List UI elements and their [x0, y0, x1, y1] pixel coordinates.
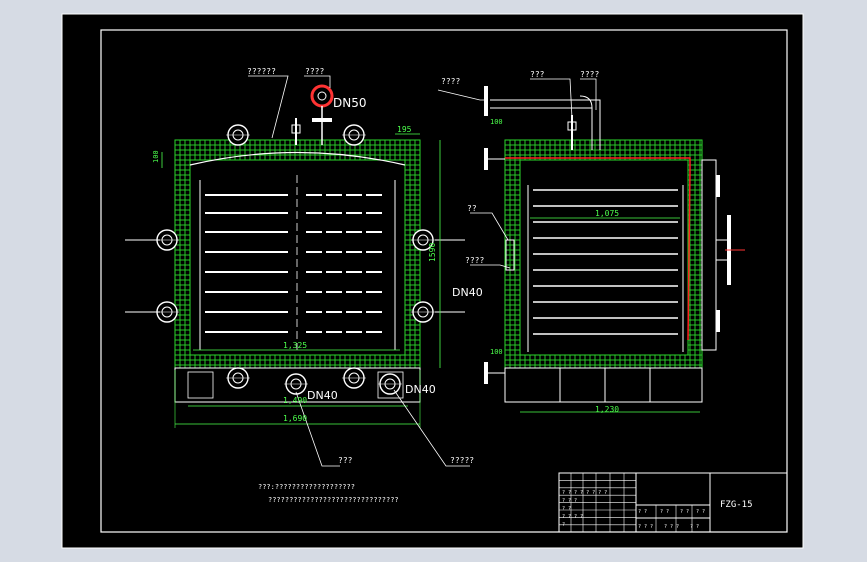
tb-cell-g: ? ? — [690, 524, 699, 530]
tb-row-4: ? ? ? ? — [562, 514, 583, 520]
right-callout-side: ?? — [467, 204, 477, 213]
dim-left-small: 100 — [152, 150, 160, 163]
left-callout-1: ?????? — [247, 67, 276, 76]
tb-cell-a: ? ? — [638, 509, 647, 515]
label-dn40-side: DN40 — [452, 286, 483, 299]
tb-row-1: ? ? ? ? ? ? ? ? — [562, 490, 607, 496]
right-callout-top-mid: ??? — [530, 70, 545, 79]
side-leader-top-left — [437, 89, 488, 101]
flange-icon[interactable] — [155, 301, 179, 323]
steam-pipe — [505, 157, 691, 341]
shelves-left — [205, 194, 385, 333]
tb-cell-c: ? ? — [680, 509, 689, 515]
door-hinge-bottom — [716, 310, 720, 332]
right-dim-top: 100 — [490, 118, 503, 126]
thermometer-icon[interactable] — [291, 124, 301, 134]
base-foot-right — [377, 371, 404, 399]
note-line-2: ??????????????????????????????? — [268, 496, 399, 504]
dim-inner-width: 1,325 — [283, 341, 307, 350]
tb-grid — [559, 473, 693, 532]
dim-top-right: 195 — [397, 125, 412, 134]
drawing-number: FZG-15 — [720, 500, 753, 510]
leader-callout-2 — [304, 75, 331, 88]
flange-icon[interactable] — [284, 373, 308, 395]
dim-height: 1590 — [428, 243, 437, 262]
dn50-bore-icon — [317, 91, 327, 101]
top-flange-icon[interactable] — [484, 86, 488, 116]
leader-callout-1 — [248, 75, 289, 139]
right-callout-top-left: ???? — [441, 77, 460, 86]
dim-overall-width: 1,690 — [283, 414, 307, 423]
tb-row-5: ? — [562, 522, 565, 528]
right-callout-side-2: ???? — [465, 256, 484, 265]
flange-icon[interactable] — [411, 229, 435, 251]
note-line-1: ???:??????????????????? — [258, 483, 355, 491]
side-leader-top-right — [580, 78, 597, 110]
right-dim-bottom: 1,230 — [595, 405, 619, 414]
tb-cell-e: ? ? ? — [638, 524, 653, 530]
left-callout-bottom-left: ??? — [338, 456, 353, 465]
label-dn50: DN50 — [333, 96, 367, 110]
flange-icon[interactable] — [226, 367, 250, 389]
side-thermometer-icon[interactable] — [567, 121, 577, 131]
flange-icon[interactable] — [411, 301, 435, 323]
right-dim-bottom-small: 100 — [490, 348, 503, 356]
leader-bottom-right — [393, 389, 470, 467]
title-block — [558, 472, 788, 533]
right-dim-shelf: 1,075 — [595, 209, 619, 218]
shelves-right — [533, 189, 678, 335]
side-base-frame — [504, 367, 703, 403]
drawing-border — [100, 29, 788, 533]
leader-bottom-left — [295, 391, 340, 467]
flange-icon[interactable] — [378, 373, 402, 395]
flanges-left — [155, 124, 435, 395]
flange-icon[interactable] — [226, 124, 250, 146]
side-leader-side-2 — [470, 264, 511, 269]
label-dn40-bottom-right: DN40 — [405, 383, 436, 396]
flange-icon[interactable] — [342, 367, 366, 389]
tb-cell-b: ? ? — [660, 509, 669, 515]
right-callout-top-right: ???? — [580, 70, 599, 79]
dn50-flange-plate — [312, 118, 332, 122]
top-pipe-a — [490, 99, 601, 150]
side-view — [437, 78, 745, 413]
side-leader-top-mid — [530, 78, 573, 119]
roof-curve — [189, 151, 406, 166]
tb-cell-f: ? ? ? — [664, 524, 679, 530]
flange-icon[interactable] — [342, 124, 366, 146]
left-callout-bottom-right: ????? — [450, 456, 474, 465]
tb-cell-d: ? ? — [696, 509, 705, 515]
side-valve-icon[interactable] — [505, 239, 515, 271]
left-callout-2: ???? — [305, 67, 324, 76]
door-hinge-top — [716, 175, 720, 197]
base-foot-left — [187, 371, 214, 399]
label-dn40-bottom-mid: DN40 — [307, 389, 338, 402]
chamber-inner — [189, 159, 406, 356]
tb-row-2: ? ? ? — [562, 498, 577, 504]
side-flange-top-icon[interactable] — [484, 148, 488, 170]
front-view — [125, 75, 470, 467]
side-flange-bottom-icon[interactable] — [484, 362, 488, 384]
pipe-bend — [579, 95, 593, 109]
dim-mid-width: 1,490 — [283, 396, 307, 405]
tb-row-3: ? ? — [562, 506, 571, 512]
side-leader-side — [470, 212, 509, 241]
side-chamber-inner — [519, 159, 689, 356]
